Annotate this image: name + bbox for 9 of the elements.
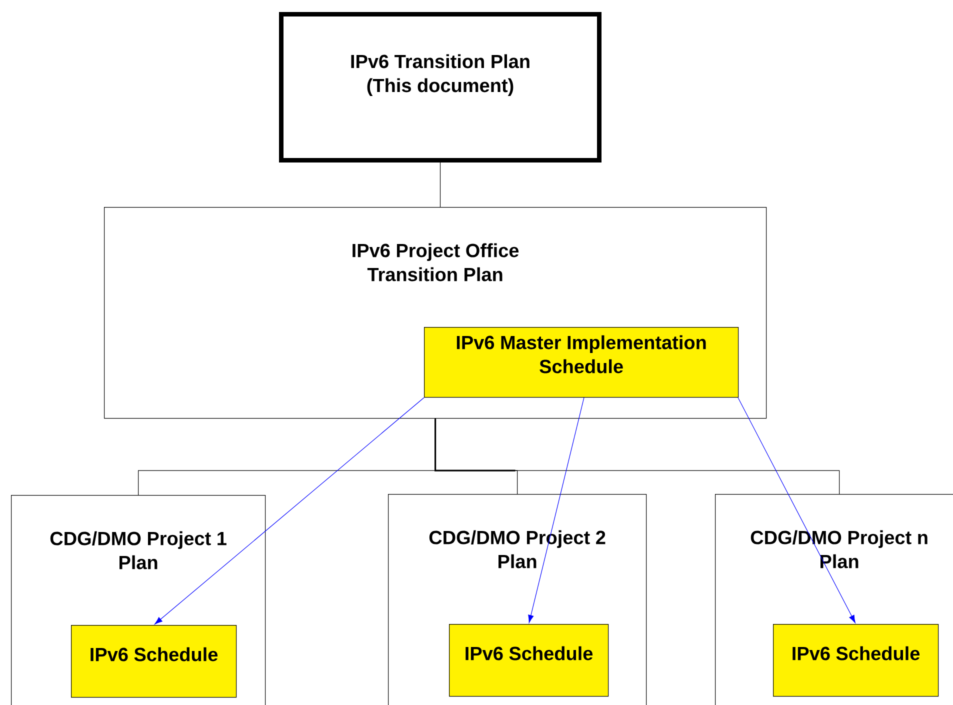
arrow: [738, 397, 856, 624]
document-box: IPv6 Transition Plan (This document): [279, 12, 602, 162]
schedule-box: IPv6 Schedule: [773, 624, 939, 697]
arrow: [528, 397, 584, 623]
schedule-box: IPv6 Schedule: [71, 625, 237, 698]
arrow: [154, 397, 424, 624]
connector-line: [440, 162, 441, 208]
schedule-box: IPv6 Schedule: [449, 624, 609, 697]
schedule-box: IPv6 Master Implementation Schedule: [424, 327, 739, 398]
